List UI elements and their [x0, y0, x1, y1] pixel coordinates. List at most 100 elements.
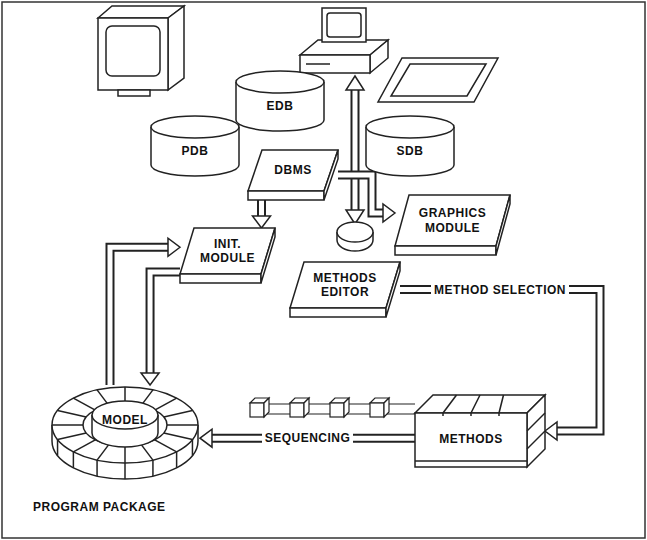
arrow-body: [338, 175, 383, 213]
flow-arrow: [400, 290, 600, 441]
cylinder-body: [236, 82, 324, 131]
module-slab-face: [248, 191, 324, 200]
methods-block: METHODS: [415, 395, 545, 467]
hub-arrow: [346, 76, 364, 224]
database-cylinder-outline: [365, 115, 455, 177]
ring-segment: [167, 424, 198, 426]
ring-segment: [96, 460, 98, 476]
module-slab: INIT. MODULE: [180, 228, 275, 283]
ring-segment: [73, 398, 95, 410]
ring-segment: [97, 390, 109, 406]
module-slab-outline: [290, 262, 400, 317]
ring-segment: [57, 440, 59, 456]
arrow-head: [253, 216, 271, 228]
module-slab-face: [395, 246, 496, 255]
tablet-icon: [378, 58, 498, 102]
sequencing-block: [304, 398, 309, 417]
database-cylinder: SDB: [365, 115, 455, 177]
arrow-outline: [212, 434, 415, 443]
ring-segment: [164, 433, 193, 440]
model-drum: [92, 401, 158, 429]
brick-line: [498, 413, 500, 416]
arrow-outline: [338, 175, 383, 213]
database-cylinder: PDB: [150, 115, 240, 177]
computer-icon: [322, 8, 366, 42]
ring-hole: [83, 404, 167, 446]
arrow-outline: [400, 290, 600, 432]
methods-block-face: [415, 395, 545, 413]
ring-segment: [176, 452, 178, 468]
computer-icon: [370, 40, 388, 73]
module-slab-outline: [180, 228, 275, 283]
brick-line: [415, 460, 527, 462]
database-cylinder-outline: [151, 116, 239, 176]
module-slab-outline: [395, 195, 510, 255]
monitor-icon: [98, 6, 184, 96]
ring-segment: [58, 433, 87, 440]
node-label: GRAPHICS MODULE: [415, 206, 490, 235]
ring-segment: [97, 444, 109, 460]
package-label: PROGRAM PACKAGE: [30, 500, 169, 514]
ring-segment: [124, 463, 126, 479]
ring-segment: [155, 440, 177, 452]
ring-segment: [58, 410, 87, 417]
node-label: METHODS: [423, 432, 519, 446]
arrow-outline: [257, 200, 266, 216]
cylinder-body: [366, 127, 454, 176]
flow-arrow: [253, 200, 271, 228]
edge-label: SEQUENCING: [262, 431, 354, 445]
brick-line: [527, 431, 545, 449]
module-slab-face: [180, 228, 275, 274]
module-slab-face: [290, 262, 400, 308]
sequencing-block: [264, 398, 269, 417]
arrow-body: [400, 290, 600, 432]
flow-arrow: [110, 238, 180, 385]
brick-line: [471, 395, 480, 413]
module-slab: METHODS EDITOR: [290, 262, 400, 317]
ring-segment: [124, 446, 126, 463]
brick-line: [442, 413, 444, 416]
ring-segment: [73, 440, 95, 452]
cylinder-top: [236, 71, 324, 93]
module-slab-face: [261, 228, 275, 283]
tablet-icon: [378, 58, 498, 102]
module-slab-face: [386, 262, 400, 317]
database-cylinder-outline: [150, 115, 240, 177]
arrow-body: [259, 200, 264, 216]
module-slab: DBMS: [248, 150, 338, 200]
tablet-icon: [391, 64, 486, 96]
module-slab-outline: [180, 228, 275, 283]
model-ring-outline: [52, 387, 198, 479]
model-ring: MODEL: [50, 385, 200, 485]
monitor-icon: [118, 90, 150, 96]
module-slab-face: [248, 150, 338, 191]
ring-segment: [73, 452, 75, 468]
module-slab-outline: [248, 150, 338, 200]
brick-line: [499, 395, 504, 413]
brick-line: [443, 395, 457, 413]
cylinder-body: [151, 127, 239, 176]
ring-side: [52, 425, 198, 479]
computer-icon: [306, 63, 330, 65]
methods-block-outline: [415, 395, 545, 467]
arrow-head: [383, 204, 395, 222]
model-drum: [92, 415, 158, 447]
hub-disc: [337, 222, 373, 242]
computer-icon: [300, 55, 370, 73]
arrow-body: [212, 436, 415, 441]
hub-disc: [337, 222, 373, 251]
monitor-icon: [98, 18, 168, 90]
node-label: EDB: [243, 99, 317, 113]
monitor-icon: [106, 26, 160, 76]
flow-arrow: [200, 429, 415, 447]
database-cylinder-outline: [366, 116, 454, 176]
arrow-head: [168, 238, 180, 256]
database-cylinder: EDB: [235, 70, 325, 132]
module-slab-face: [324, 150, 338, 200]
hub-arrow: [346, 76, 364, 90]
node-label: DBMS: [268, 163, 318, 177]
flow-arrow: [141, 272, 180, 385]
sequencing-block: [250, 403, 264, 417]
